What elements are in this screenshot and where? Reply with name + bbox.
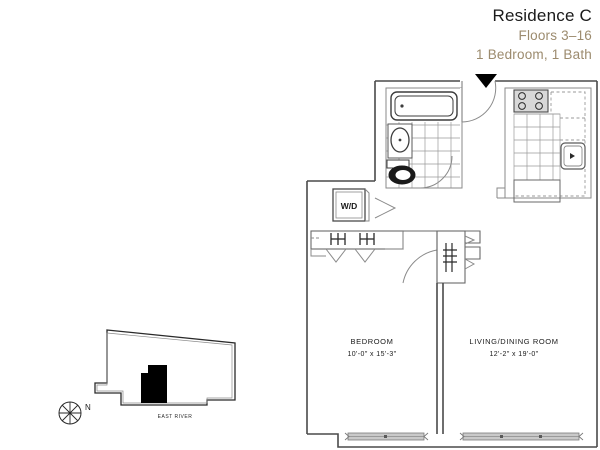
bedroom-dimensions: 10'-0" x 15'-3" bbox=[347, 351, 396, 358]
unit-walls bbox=[306, 80, 598, 448]
configuration-text: 1 Bedroom, 1 Bath bbox=[476, 47, 592, 62]
living-label-group: LIVING/DINING ROOM 12'-2" x 19'-0" bbox=[469, 337, 558, 358]
kitchen-sink bbox=[560, 142, 586, 170]
east-river-label: EAST RIVER bbox=[158, 414, 193, 420]
north-label: N bbox=[85, 403, 91, 412]
sink-vanity-fixture bbox=[387, 123, 413, 159]
building-key-plan: N EAST RIVER bbox=[55, 315, 265, 430]
kitchen bbox=[496, 87, 592, 203]
entry-door-marker bbox=[475, 74, 497, 88]
kitchen-range bbox=[513, 89, 549, 113]
upper-cabinets bbox=[514, 91, 586, 197]
floors-text: Floors 3–16 bbox=[518, 28, 592, 43]
highlighted-unit bbox=[141, 365, 167, 403]
washer-dryer-closet: W/D bbox=[332, 188, 370, 222]
compass-rose: N bbox=[58, 401, 91, 425]
bathtub-fixture bbox=[390, 91, 458, 121]
wd-label: W/D bbox=[341, 201, 358, 211]
partition-wall bbox=[436, 283, 444, 434]
window-living bbox=[459, 432, 584, 441]
bedroom-name: BEDROOM bbox=[351, 337, 394, 346]
bathroom bbox=[385, 87, 464, 189]
living-name: LIVING/DINING ROOM bbox=[469, 337, 558, 346]
living-dimensions: 12'-2" x 19'-0" bbox=[489, 351, 538, 358]
toilet-fixture bbox=[386, 159, 416, 185]
kitchen-floor-grid bbox=[513, 113, 561, 181]
window-bedroom bbox=[344, 432, 429, 441]
header-block: Residence C Floors 3–16 1 Bedroom, 1 Bat… bbox=[192, 0, 592, 64]
window-wall bbox=[344, 432, 584, 441]
entry-door bbox=[461, 80, 497, 123]
bedroom-label-group: BEDROOM 10'-0" x 15'-3" bbox=[347, 337, 396, 358]
hall-closet bbox=[403, 230, 481, 284]
bedroom-closet bbox=[310, 230, 404, 263]
page-title: Residence C bbox=[492, 6, 592, 25]
